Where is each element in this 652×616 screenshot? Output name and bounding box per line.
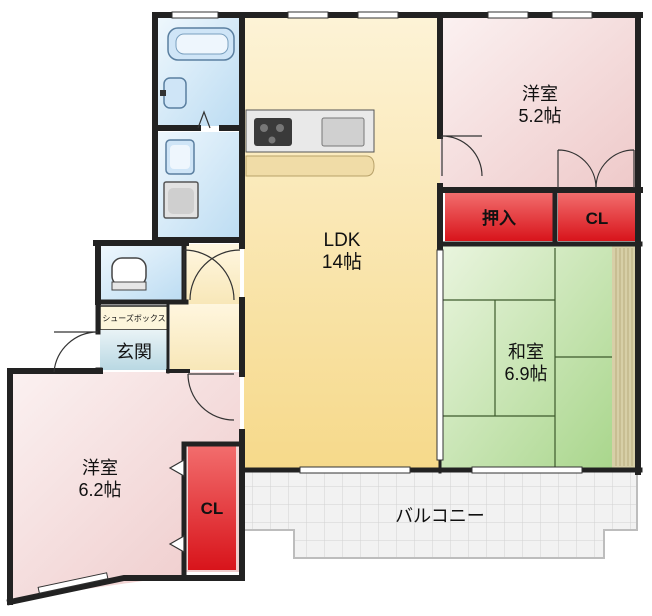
washing-machine: [163, 181, 199, 219]
balcony-label: バルコニー: [395, 506, 485, 526]
bedroom-top-size: 5.2帖: [518, 106, 561, 126]
closet-bottom-box: [188, 446, 236, 570]
hallway-floor-2: [184, 244, 240, 304]
doors: [53, 110, 635, 421]
wash-basin: [165, 139, 195, 175]
washitsu-size: 6.9帖: [504, 364, 547, 384]
bedroom-top-floor: [440, 18, 636, 190]
windows: [37, 11, 593, 594]
hallway-floor: [170, 300, 240, 370]
kitchen-counter: [245, 109, 375, 177]
closet-bottom-door-marks: [168, 458, 185, 554]
bathtub: [167, 27, 235, 61]
genkan-label: 玄関: [116, 342, 152, 362]
ldk-name: LDK: [324, 230, 361, 251]
ldk-floor: [244, 18, 440, 470]
closet-top-label: CL: [586, 209, 609, 228]
shower-unit: [160, 77, 187, 109]
oshiire-label: 押入: [482, 208, 516, 228]
washitsu-floor: [440, 244, 636, 470]
genkan-floor: [100, 330, 168, 370]
washitsu-name: 和室: [508, 342, 544, 362]
bedroom-bottom-name: 洋室: [82, 458, 118, 478]
toilet: [111, 257, 147, 291]
closet-top-box: [558, 193, 636, 241]
closet-bottom-label: CL: [201, 499, 224, 518]
oshiire-box: [445, 193, 553, 241]
bedroom-top-name: 洋室: [522, 84, 558, 104]
shoe-box-label: シューズボックス: [102, 313, 165, 323]
balcony: [243, 469, 638, 559]
ldk-size: 14帖: [322, 251, 362, 273]
bedroom-bottom-size: 6.2帖: [78, 480, 121, 500]
